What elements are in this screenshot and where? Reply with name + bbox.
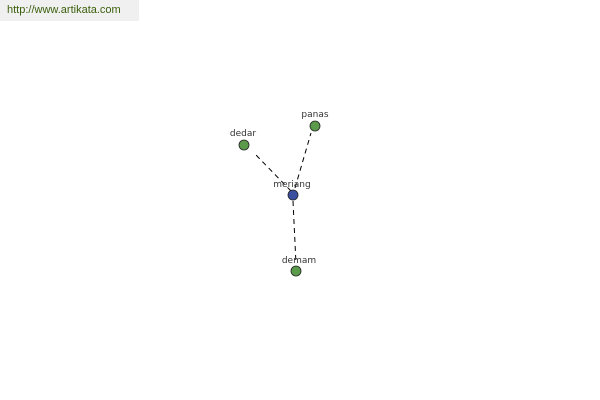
edge-meriang-demam: [292, 200, 297, 265]
node-panas-dot[interactable]: [309, 120, 321, 132]
node-panas[interactable]: panas: [301, 110, 329, 132]
node-dedar[interactable]: dedar: [230, 129, 256, 151]
url-banner: http://www.artikata.com: [0, 0, 139, 21]
node-demam-dot[interactable]: [290, 265, 302, 277]
node-meriang[interactable]: meriang: [273, 180, 311, 201]
node-demam-label: demam: [282, 256, 316, 266]
node-dedar-label: dedar: [230, 129, 256, 139]
node-demam[interactable]: demam: [282, 256, 316, 277]
node-meriang-label: meriang: [273, 180, 310, 190]
edge-meriang-panas: [294, 132, 312, 189]
node-dedar-dot[interactable]: [238, 139, 250, 151]
node-meriang-dot[interactable]: [287, 189, 299, 201]
site-url-link[interactable]: http://www.artikata.com: [7, 4, 121, 16]
node-panas-label: panas: [301, 110, 328, 120]
